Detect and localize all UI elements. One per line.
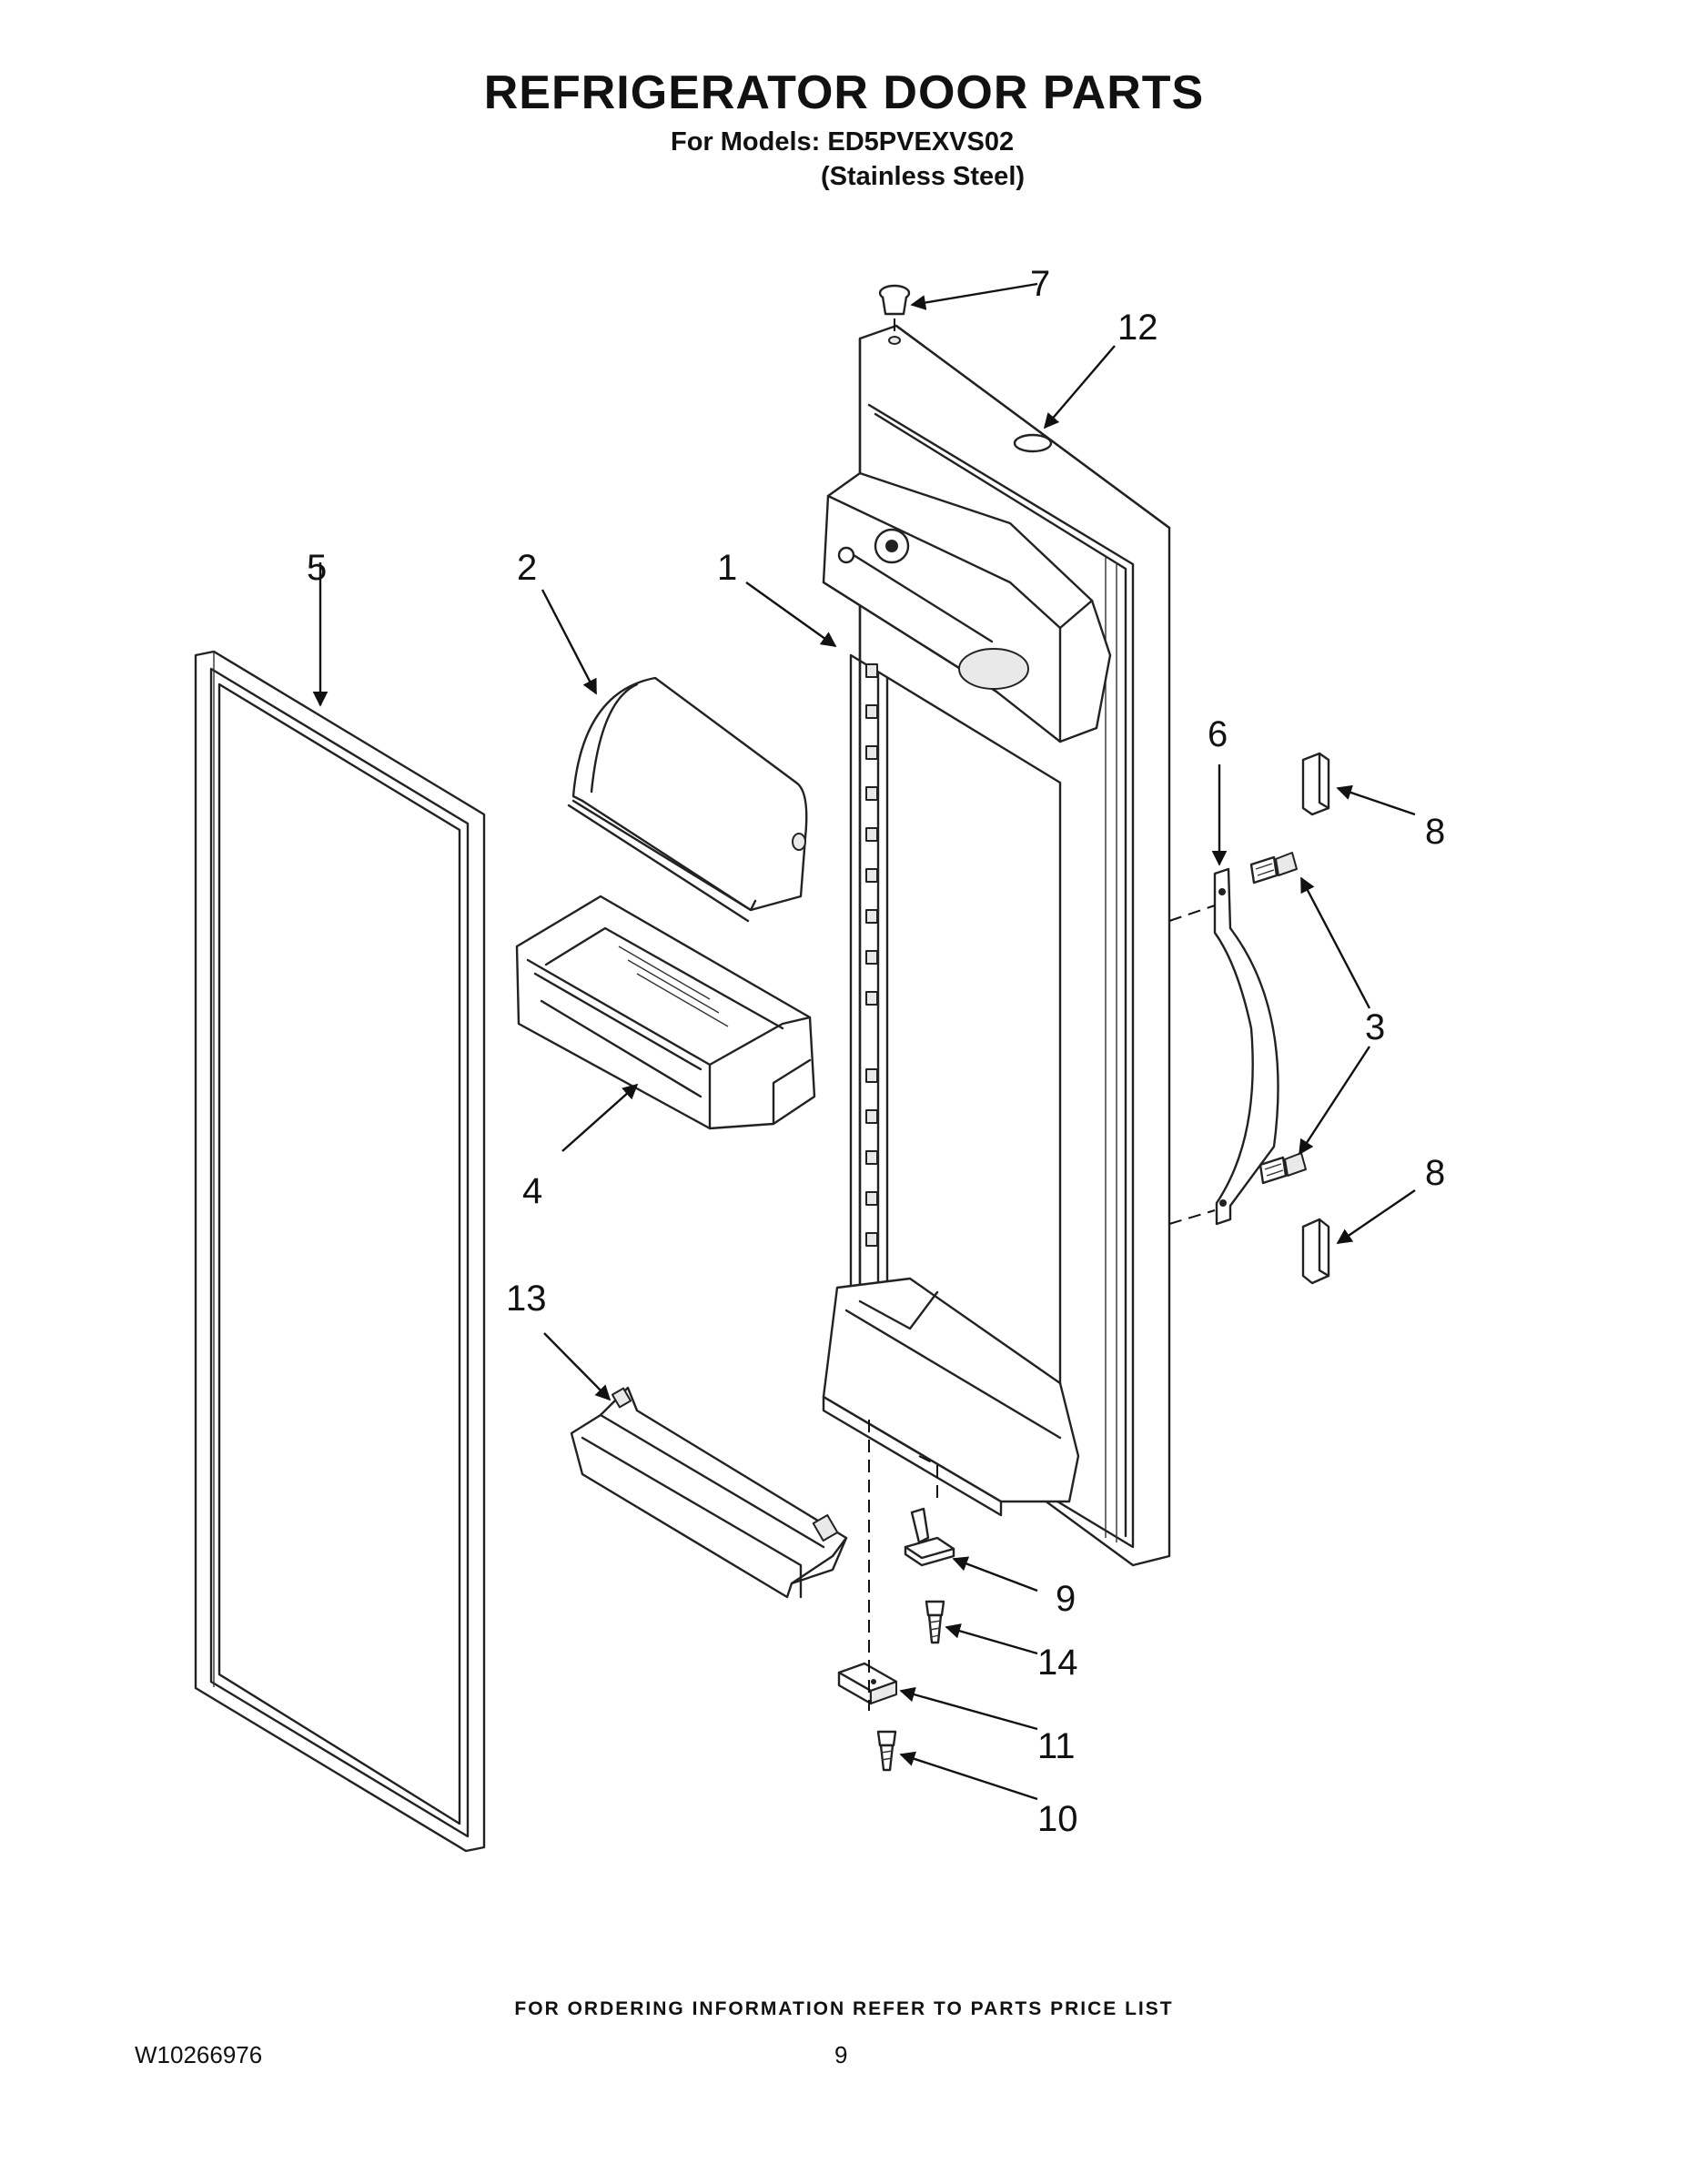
callout-9: 9	[1056, 1579, 1076, 1619]
door-handle-part	[1168, 867, 1279, 1226]
door-bin-part	[515, 895, 816, 1130]
leader-lines	[312, 282, 1416, 1801]
handle-screw-bottom-part	[1258, 1152, 1307, 1185]
callout-5: 5	[307, 548, 327, 588]
bracket-screw-part	[876, 1730, 897, 1772]
door-gasket-part	[194, 650, 486, 1853]
end-cap-bottom-part	[1301, 1218, 1330, 1285]
ordering-note: FOR ORDERING INFORMATION REFER TO PARTS …	[514, 1998, 1174, 2019]
hinge-bracket-part	[837, 1662, 898, 1705]
callout-6: 6	[1208, 714, 1228, 754]
washer-part	[1013, 433, 1053, 453]
dairy-door-part	[567, 676, 808, 923]
callout-14: 14	[1037, 1643, 1078, 1683]
callout-13: 13	[506, 1279, 547, 1319]
hinge-pin-part	[904, 1455, 955, 1567]
callout-2: 2	[517, 548, 537, 588]
document-number: W10266976	[135, 2041, 263, 2068]
callout-8-bottom: 8	[1425, 1153, 1445, 1193]
callout-8-top: 8	[1425, 812, 1445, 852]
hinge-plug-part	[878, 284, 911, 337]
hinge-pin-screw-part	[925, 1600, 945, 1644]
page-title: REFRIGERATOR DOOR PARTS	[483, 66, 1205, 119]
callout-7: 7	[1030, 264, 1050, 304]
models-line: For Models: ED5PVEXVS02	[671, 127, 1015, 157]
handle-screw-top-part	[1249, 852, 1298, 885]
callout-12: 12	[1117, 308, 1158, 348]
callout-1: 1	[717, 548, 737, 588]
callout-4: 4	[522, 1171, 542, 1211]
door-liner-part	[822, 324, 1171, 1567]
callout-10: 10	[1037, 1799, 1078, 1839]
callout-3: 3	[1365, 1007, 1385, 1047]
bottom-door-bin-part	[570, 1386, 848, 1599]
color-note: (Stainless Steel)	[821, 162, 1026, 191]
page-number: 9	[834, 2041, 848, 2068]
callout-11: 11	[1037, 1726, 1076, 1766]
end-cap-top-part	[1301, 752, 1330, 816]
